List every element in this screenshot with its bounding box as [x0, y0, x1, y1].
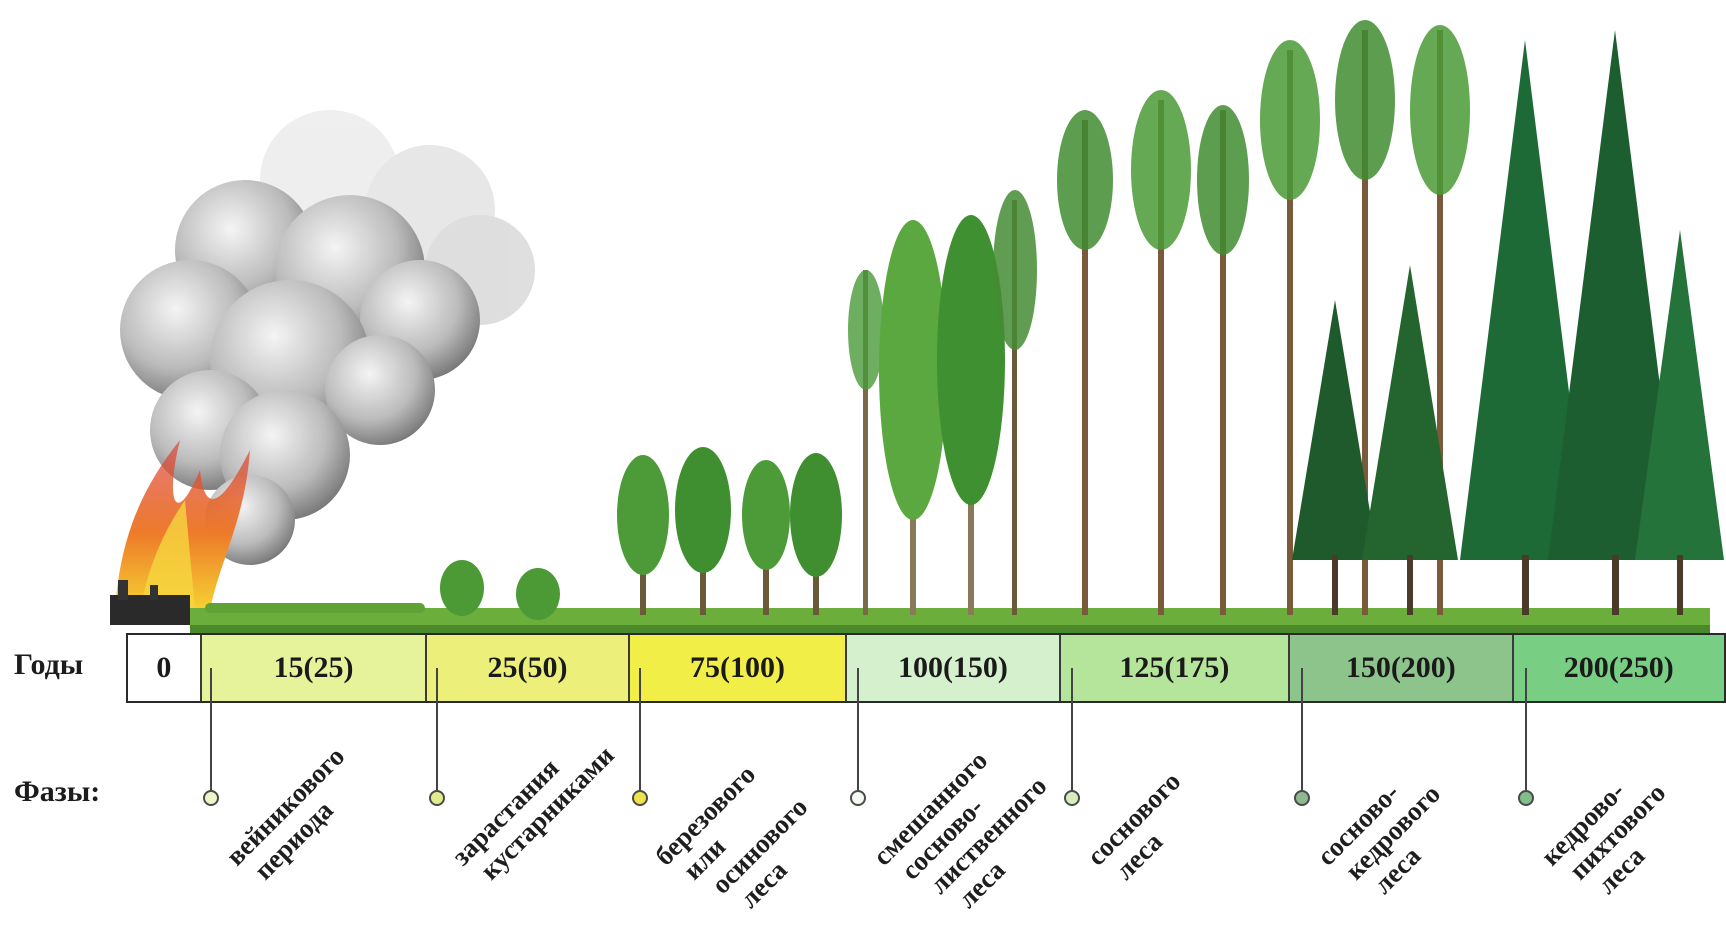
period-cell: 25(50) — [427, 635, 630, 701]
years-label: Годы — [14, 648, 83, 682]
phase-marker-line — [436, 668, 438, 790]
phase-marker-line — [1301, 668, 1303, 790]
period-cell: 200(250) — [1514, 635, 1724, 701]
period-years: 125(175) — [1119, 651, 1229, 685]
period-years: 150(200) — [1346, 651, 1456, 685]
phase-marker-dot — [850, 790, 866, 806]
phase-marker-line — [210, 668, 212, 790]
period-cell: 125(175) — [1061, 635, 1290, 701]
period-cell: 15(25) — [202, 635, 427, 701]
phase-marker-line — [857, 668, 859, 790]
phase-marker-line — [1525, 668, 1527, 790]
phase-marker-line — [639, 668, 641, 790]
period-cell: 150(200) — [1290, 635, 1513, 701]
period-cell: 75(100) — [630, 635, 847, 701]
period-cell: 100(150) — [847, 635, 1060, 701]
mixed-forest-trees — [848, 190, 1037, 615]
phase-marker-line — [1071, 668, 1073, 790]
phase-marker-dot — [429, 790, 445, 806]
period-years: 0 — [156, 651, 171, 685]
birch-trees — [617, 447, 842, 615]
phases-label: Фазы: — [14, 775, 100, 809]
phase-marker-dot — [1064, 790, 1080, 806]
phase-marker-dot — [632, 790, 648, 806]
period-years: 25(50) — [488, 651, 568, 685]
phase-marker-dot — [1518, 790, 1534, 806]
years-timeline: 0 15(25) 25(50) 75(100) 100(150) 125(175) 150(… — [126, 633, 1726, 703]
period-years: 75(100) — [690, 651, 785, 685]
phase-marker-dot — [1294, 790, 1310, 806]
smoke-cloud — [120, 110, 535, 565]
period-years: 15(25) — [274, 651, 354, 685]
period-cell: 0 — [128, 635, 202, 701]
period-years: 200(250) — [1564, 651, 1674, 685]
phase-marker-dot — [203, 790, 219, 806]
period-years: 100(150) — [898, 651, 1008, 685]
